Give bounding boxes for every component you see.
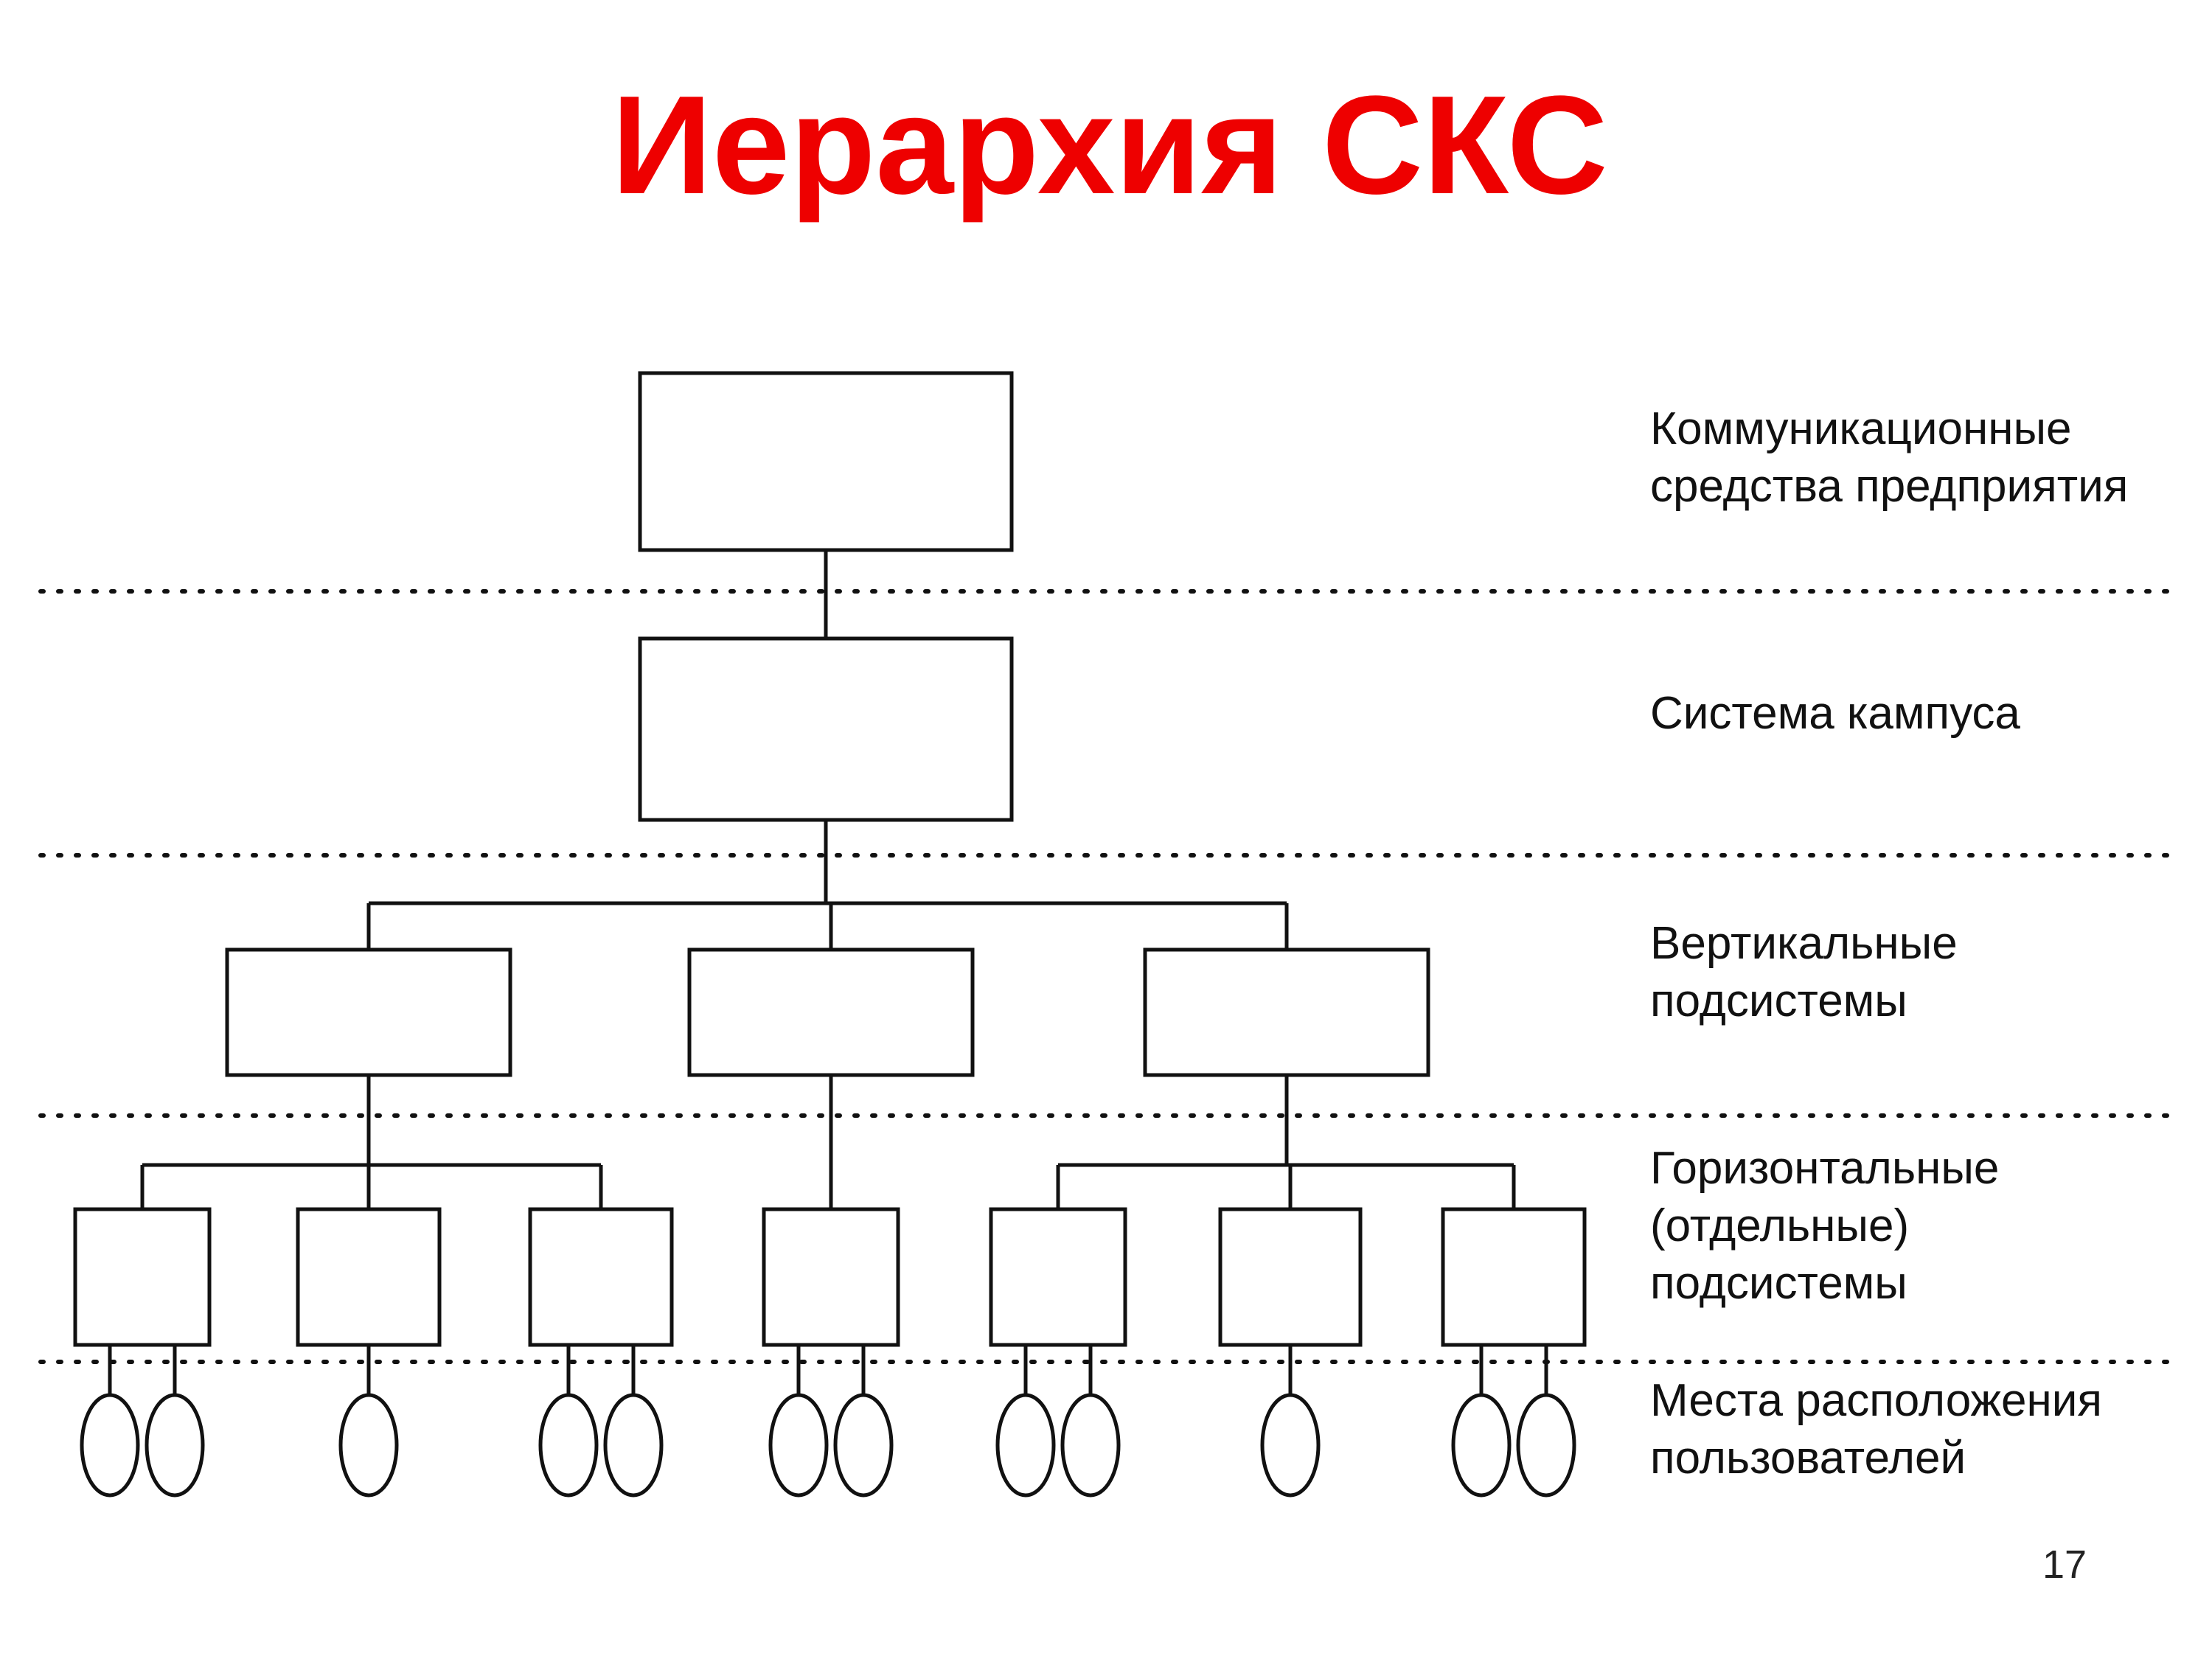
page-number: 17 [2042,1543,2087,1587]
slide-title: Иерархия СКС [611,67,1608,223]
level-label-line: Места расположения [1650,1375,2102,1426]
nodes [73,371,1587,1498]
user-place-ellipse [538,1393,599,1498]
level-label: Места расположения пользователей [1650,1375,2102,1484]
horizontal-subsystem-box [1218,1207,1363,1347]
vertical-subsystem-box [687,947,975,1077]
level-label: Вертикальные подсистемы [1650,918,1958,1026]
user-place-ellipse [1260,1393,1321,1498]
campus-node-box [638,636,1014,822]
horizontal-subsystem-box [1441,1207,1587,1347]
level-label: Коммуникационные средства предприятия [1650,403,2128,512]
vertical-subsystem-box [1143,947,1430,1077]
horizontal-subsystem-box [528,1207,674,1347]
user-place-ellipse [1516,1393,1576,1498]
user-place-ellipse [603,1393,664,1498]
level-separators [38,589,2181,1364]
level-label-line: подсистемы [1650,1258,1907,1309]
enterprise-node-box [638,371,1014,552]
horizontal-subsystem-box [296,1207,442,1347]
level-labels: Коммуникационные средства предприятияСист… [1650,403,2128,1484]
user-place-ellipse [145,1393,205,1498]
level-label-line: средства предприятия [1650,461,2128,512]
level-label-line: Система кампуса [1650,688,2020,739]
vertical-subsystem-box [225,947,512,1077]
user-place-ellipse [995,1393,1056,1498]
horizontal-subsystem-box [762,1207,900,1347]
user-place-ellipse [338,1393,399,1498]
user-place-ellipse [1451,1393,1512,1498]
user-place-ellipse [1060,1393,1121,1498]
horizontal-subsystem-box [73,1207,212,1347]
level-label-line: пользователей [1650,1433,1966,1484]
user-place-ellipse [768,1393,829,1498]
horizontal-subsystem-box [989,1207,1127,1347]
level-label-line: подсистемы [1650,975,1907,1026]
level-label-line: (отдельные) [1650,1200,1909,1251]
level-label: Горизонтальные (отдельные) подсистемы [1650,1143,1999,1309]
connectors [108,550,1548,1395]
level-label: Система кампуса [1650,688,2020,739]
level-label-line: Горизонтальные [1650,1143,1999,1194]
level-label-line: Коммуникационные [1650,403,2072,454]
user-place-ellipse [833,1393,894,1498]
level-label-line: Вертикальные [1650,918,1958,969]
user-place-ellipse [80,1393,140,1498]
